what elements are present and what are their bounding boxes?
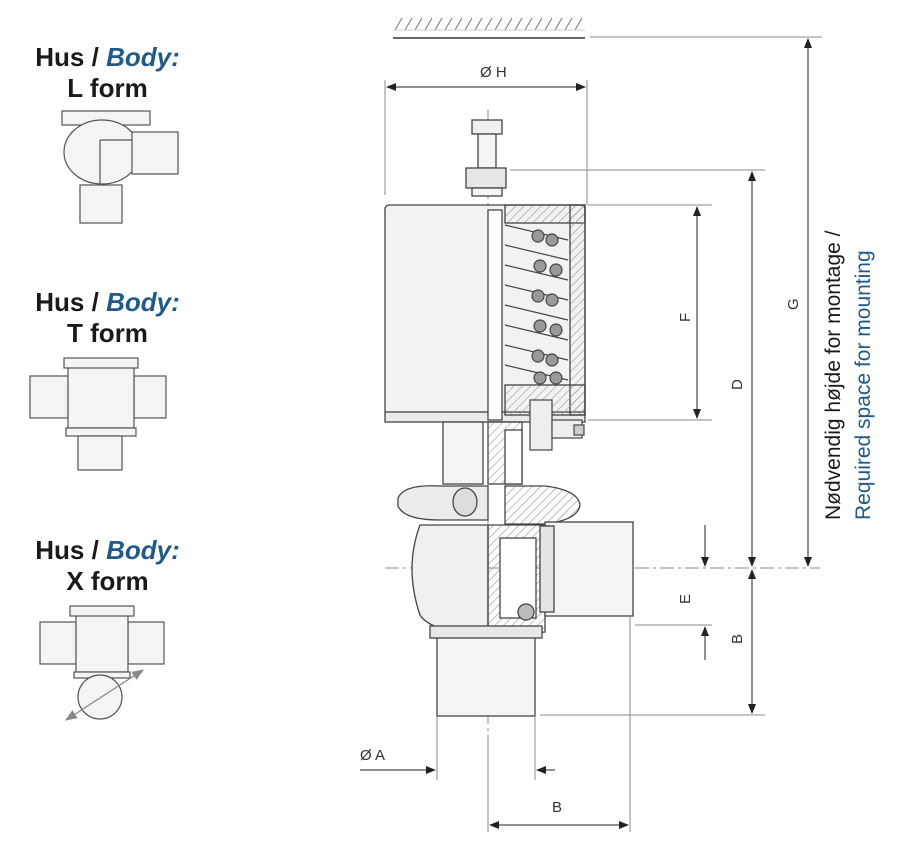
- lantern: [442, 421, 523, 485]
- body-label-x: Hus / Body: X form: [0, 535, 215, 597]
- x-form-icon: [39, 605, 165, 721]
- mounting-text-da: Nødvendig højde for montage /: [822, 230, 845, 520]
- body-label-t: Hus / Body: T form: [0, 287, 215, 349]
- clamp: [397, 485, 581, 525]
- dim-a-label: Ø A: [360, 747, 385, 764]
- body-x-form: X form: [66, 566, 149, 597]
- body-t-prefix: Hus /: [35, 287, 107, 317]
- t-form-icon: [29, 357, 167, 471]
- dim-d-label: D: [729, 379, 746, 390]
- body-x-en: Body:: [106, 535, 180, 565]
- body-x-prefix: Hus /: [35, 535, 107, 565]
- air-fitting: [529, 399, 585, 451]
- body-l-form: L form: [67, 73, 148, 104]
- dim-f-label: F: [677, 313, 694, 322]
- ceiling-hatch: [393, 17, 585, 39]
- body-l-prefix: Hus /: [35, 42, 107, 72]
- dim-b-horizontal-label: B: [552, 799, 562, 816]
- actuator: [384, 119, 586, 423]
- mounting-text-en: Required space for mounting: [852, 250, 875, 520]
- dim-e-label: E: [677, 594, 694, 604]
- dimension-lines: [360, 36, 822, 832]
- body-t-en: Body:: [106, 287, 180, 317]
- dim-h-label: Ø H: [480, 64, 507, 81]
- dim-g-label: G: [785, 298, 802, 310]
- valve-body: [411, 521, 634, 717]
- body-label-l: Hus / Body: L form: [0, 42, 215, 104]
- l-form-icon: [61, 110, 179, 224]
- dim-b-vertical-label: B: [729, 634, 746, 644]
- spring: [504, 224, 569, 385]
- body-t-form: T form: [67, 318, 148, 349]
- body-l-en: Body:: [106, 42, 180, 72]
